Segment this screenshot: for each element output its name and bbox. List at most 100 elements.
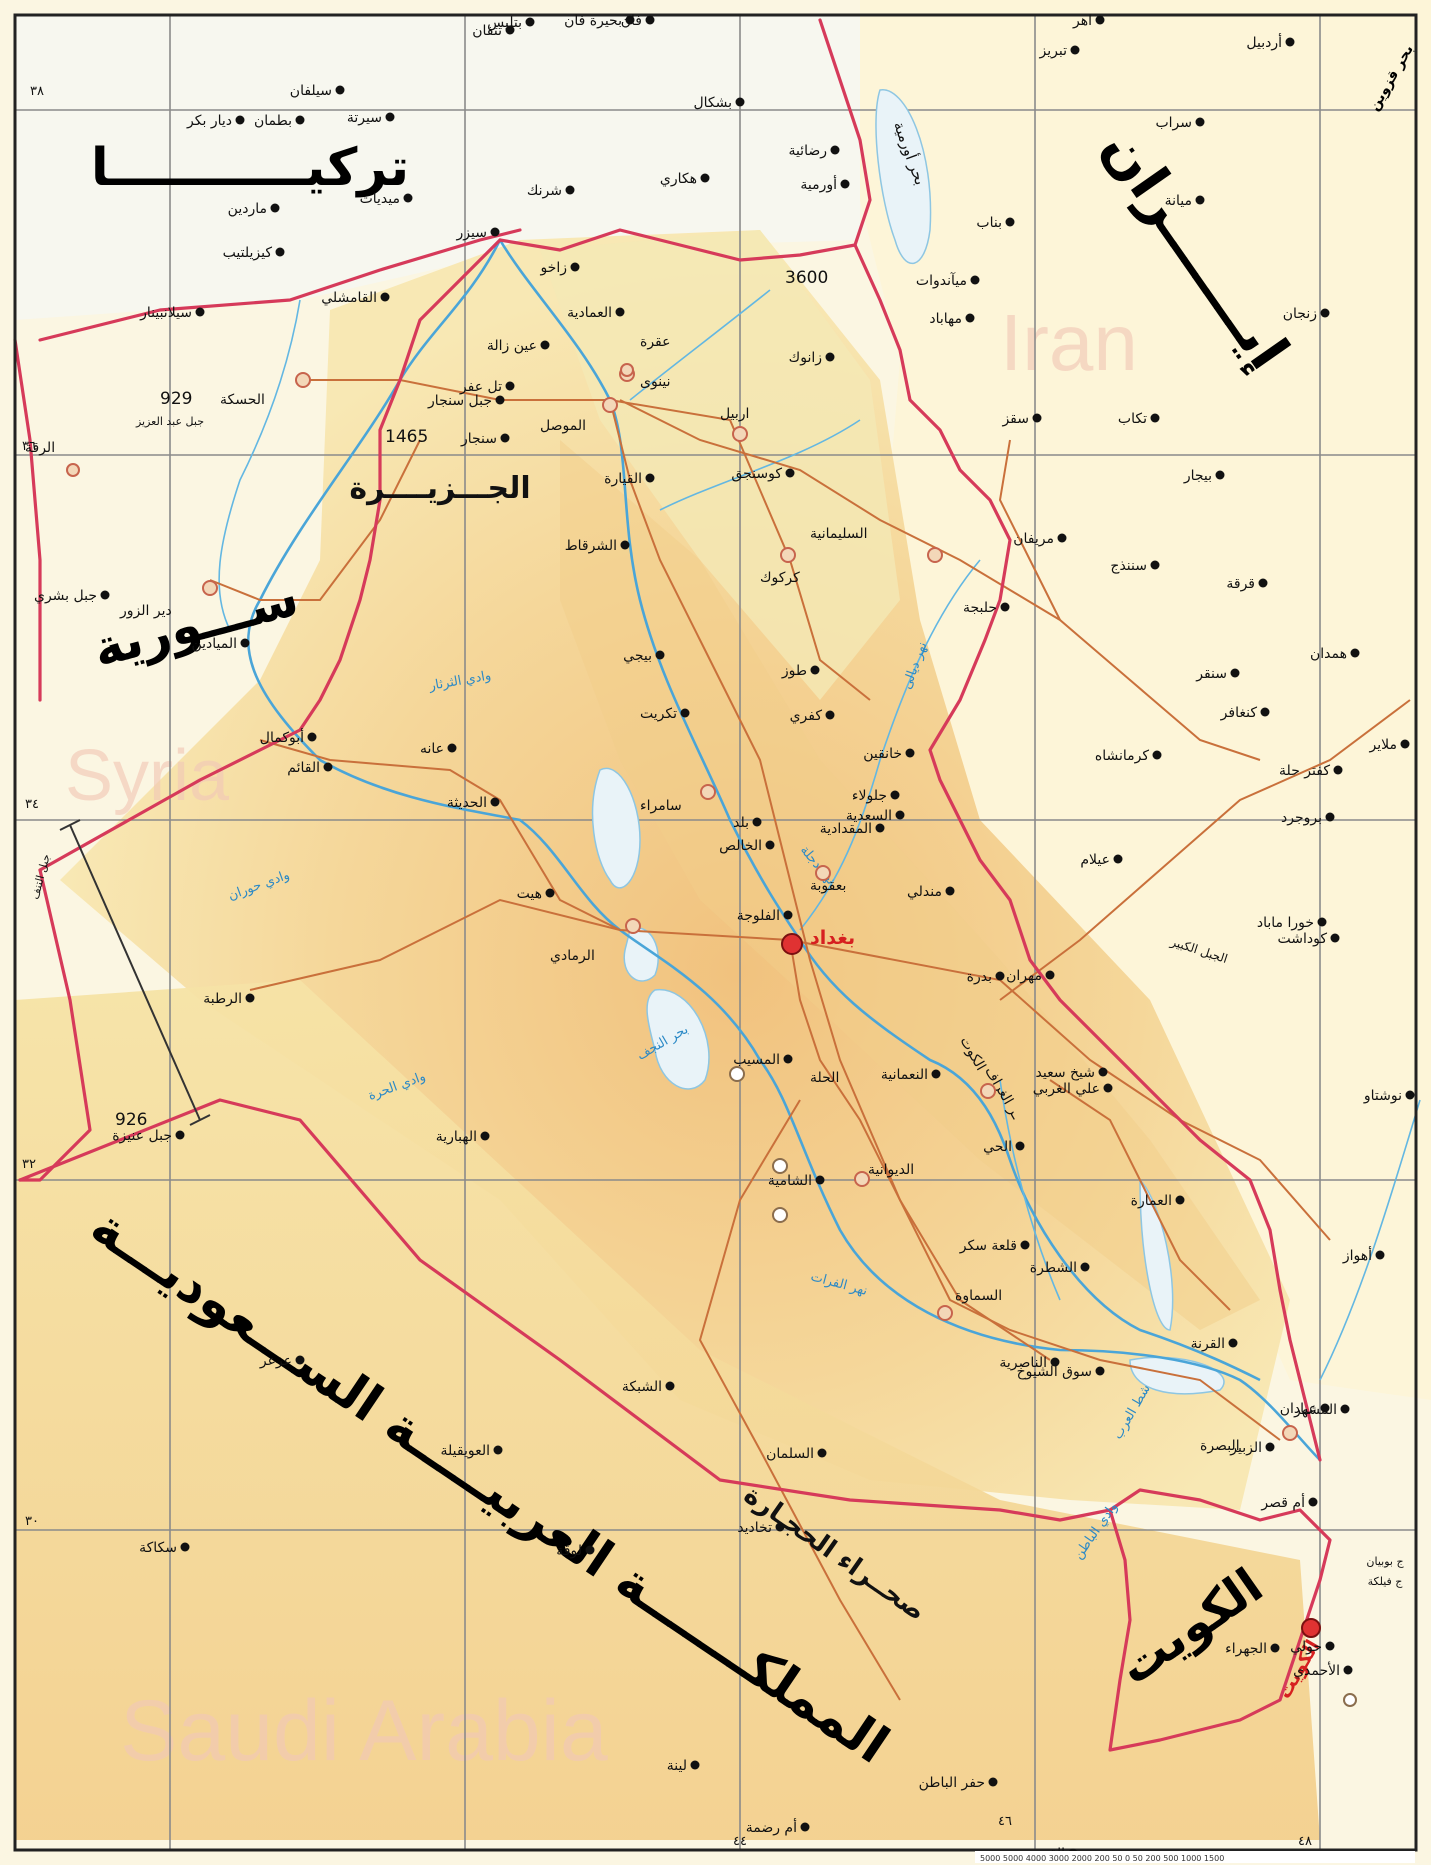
- city-marker[interactable]: العويقيلة: [441, 1443, 503, 1459]
- city-aqrah[interactable]: عقرة: [620, 334, 671, 377]
- capital-baghdad[interactable]: بغداد: [781, 927, 855, 955]
- city-marker[interactable]: سيرتة: [347, 110, 395, 126]
- city-marker[interactable]: خورا ماباد: [1257, 915, 1327, 931]
- city-samawah[interactable]: السماوة: [937, 1288, 1002, 1321]
- city-marker[interactable]: زاخو: [539, 260, 580, 276]
- city-marker[interactable]: أم رضمة: [746, 1818, 810, 1836]
- city-ramadi[interactable]: الرمادي: [550, 918, 641, 964]
- city-marker[interactable]: جبل بشري: [34, 588, 110, 604]
- city-marker[interactable]: تبريز: [1039, 43, 1080, 59]
- city-marker[interactable]: بيجار: [1183, 468, 1225, 484]
- city-marker[interactable]: الشرقاط: [565, 538, 630, 554]
- city-marker[interactable]: أبوكمال: [260, 728, 317, 746]
- city-marker[interactable]: نوشتاو: [1363, 1088, 1415, 1104]
- city-marker[interactable]: القائم: [287, 760, 333, 776]
- city-marker[interactable]: ميديات: [360, 191, 413, 207]
- city-marker[interactable]: أهواز: [1342, 1246, 1385, 1264]
- city-marker[interactable]: تل عفر: [459, 379, 515, 395]
- city-marker[interactable]: بروجرد: [1281, 810, 1335, 826]
- city-basra[interactable]: البصرة: [1200, 1425, 1298, 1454]
- city-marker[interactable]: عبادان: [1280, 1401, 1330, 1417]
- city-marker[interactable]: جبل سنجار: [427, 393, 505, 409]
- city-marker[interactable]: عين زالة: [487, 338, 550, 354]
- city-marker[interactable]: قلعة سكر: [959, 1238, 1030, 1254]
- city-hillah[interactable]: الحلة: [729, 1066, 839, 1086]
- city-marker[interactable]: مهران: [1006, 968, 1055, 984]
- city-marker[interactable]: كوداشت: [1278, 931, 1340, 947]
- city-marker[interactable]: قرقة: [1226, 576, 1268, 592]
- city-marker[interactable]: الخالص: [719, 838, 775, 854]
- city-marker[interactable]: عانه: [420, 741, 457, 757]
- city-marker[interactable]: علي الغربي: [1033, 1081, 1113, 1097]
- city-marker[interactable]: كرمانشاه: [1095, 748, 1162, 764]
- city-marker[interactable]: رضائية: [788, 143, 840, 159]
- city-marker[interactable]: بلد: [733, 815, 762, 831]
- city-marker[interactable]: كفتر حلة: [1279, 763, 1343, 779]
- city-marker[interactable]: مندلي: [907, 884, 955, 900]
- city-marker[interactable]: ماردين: [228, 201, 280, 217]
- city-marker[interactable]: السلمان: [766, 1446, 827, 1462]
- city-marker[interactable]: تخاديد: [737, 1520, 785, 1536]
- city-marker[interactable]: سنجار: [460, 431, 510, 447]
- city-marker[interactable]: بطمان: [254, 113, 305, 129]
- city-marker[interactable]: سكاكة: [139, 1540, 190, 1556]
- city-marker[interactable]: طوز: [781, 663, 820, 679]
- city-marker[interactable]: المسيب: [733, 1052, 793, 1068]
- city-marker[interactable]: سنقر: [1195, 666, 1240, 682]
- city-marker[interactable]: هيت: [517, 886, 555, 902]
- city-diwaniyah[interactable]: الديوانية: [854, 1162, 914, 1187]
- city-marker[interactable]: جلولاء: [852, 788, 900, 804]
- city-marker[interactable]: الأحمدي: [1293, 1661, 1353, 1679]
- city-marker[interactable]: حفر الباطن: [919, 1775, 998, 1791]
- city-marker[interactable]: تتفان: [472, 23, 515, 39]
- city-marker[interactable]: بيجي: [623, 648, 665, 664]
- city-marker[interactable]: سراب: [1155, 115, 1205, 131]
- city-marker[interactable]: بناب: [976, 215, 1015, 231]
- city-marker[interactable]: الشبكة: [622, 1379, 675, 1395]
- city-marker[interactable]: شرنك: [527, 183, 575, 199]
- city-marker[interactable]: الرطبة: [203, 991, 255, 1007]
- city-marker[interactable]: أم قصر: [1260, 1493, 1318, 1511]
- city-marker[interactable]: اهر: [1072, 13, 1105, 29]
- city-marker[interactable]: الحي: [983, 1139, 1025, 1155]
- city-marker[interactable]: كيزيلتيب: [223, 245, 285, 261]
- city-marker[interactable]: تكاب: [1118, 411, 1160, 427]
- city-marker[interactable]: ميانة: [1165, 193, 1205, 209]
- city-marker[interactable]: سيلانبينار: [139, 305, 205, 321]
- city-marker[interactable]: تكريت: [640, 706, 690, 722]
- city-marker[interactable]: السعدية: [846, 808, 905, 824]
- city-marker[interactable]: المقدادية: [820, 821, 885, 837]
- city-marker[interactable]: فان: [621, 13, 655, 29]
- city-marker[interactable]: بدرة: [967, 969, 1005, 985]
- city-marker[interactable]: سيزر: [456, 225, 500, 241]
- city-marker[interactable]: همدان: [1310, 646, 1360, 662]
- city-marker[interactable]: حلبجة: [963, 600, 1010, 616]
- city-marker[interactable]: الميادين: [191, 636, 250, 652]
- city-mosul[interactable]: الموصل: [540, 397, 618, 434]
- city-marker[interactable]: الشطرة: [1030, 1260, 1090, 1276]
- city-erbil[interactable]: اربيل: [720, 406, 749, 442]
- city-kirkuk[interactable]: كركوك: [760, 547, 800, 586]
- city-marker[interactable]: عيلام: [1080, 852, 1123, 868]
- city-marker[interactable]: النعمانية: [881, 1067, 941, 1083]
- city-sulaymaniyah[interactable]: السليمانية: [810, 526, 943, 563]
- city-marker[interactable]: الجهراء: [1225, 1641, 1280, 1657]
- city-marker[interactable]: الفلوجة: [737, 908, 793, 924]
- city-marker[interactable]: الهبارية: [436, 1129, 490, 1145]
- city-marker[interactable]: ميآندوات: [916, 272, 980, 289]
- city-marker[interactable]: العمادية: [567, 305, 625, 321]
- city-marker[interactable]: الشامية: [768, 1173, 825, 1189]
- city-marker[interactable]: شيخ سعيد: [1036, 1065, 1108, 1081]
- city-marker[interactable]: الناصرية: [999, 1355, 1060, 1371]
- city-marker[interactable]: زانوك: [789, 350, 835, 366]
- city-deir-ez-zor[interactable]: دير الزور: [119, 580, 218, 619]
- city-marker[interactable]: زنجان: [1283, 306, 1330, 322]
- city-marker[interactable]: الحديثة: [447, 795, 500, 811]
- city-raqqa[interactable]: الرقة: [25, 440, 80, 477]
- city-marker[interactable]: أورمية: [800, 175, 850, 193]
- city-marker[interactable]: لينة: [667, 1758, 700, 1774]
- city-marker[interactable]: ملاير: [1369, 737, 1410, 753]
- city-marker[interactable]: سقز: [1001, 411, 1042, 427]
- city-marker[interactable]: هكاري: [660, 171, 710, 187]
- city-marker[interactable]: جبل عنيزة: [112, 1128, 185, 1144]
